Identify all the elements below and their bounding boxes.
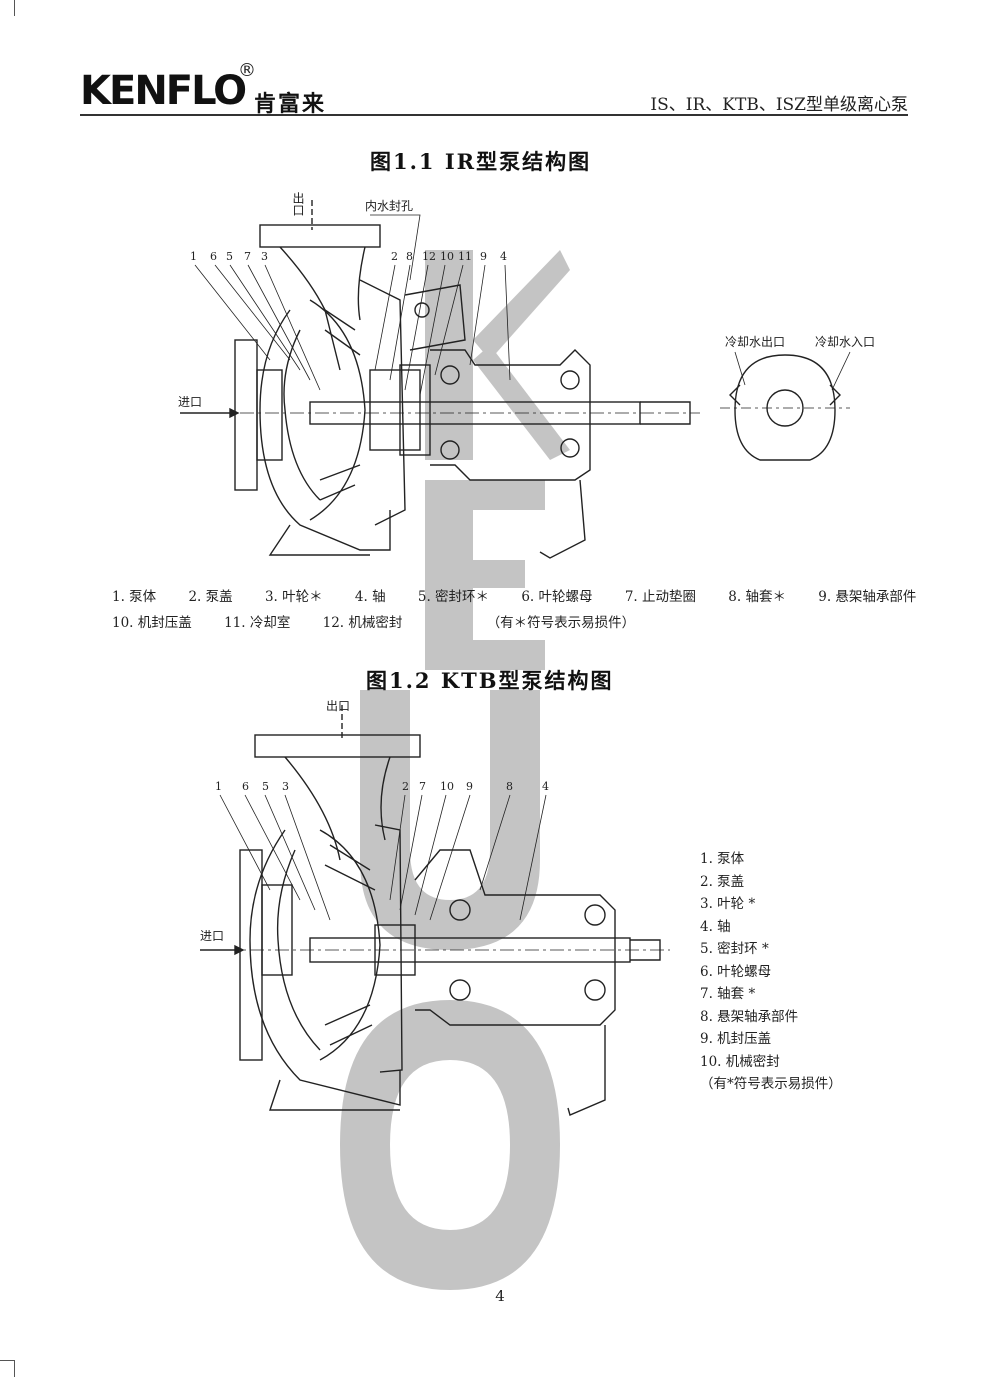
figure2-title: 图1.2 KTB型泵结构图	[366, 668, 614, 693]
fig1-legend-item: 12. 机械密封	[322, 615, 403, 631]
figure1-drawing: 出口 进口 内水封孔 冷却水出口 冷却水入口 1 6 5 7 3 2 8 12 …	[178, 192, 875, 559]
fig1-legend-item: 6. 叶轮螺母	[521, 589, 593, 605]
fig1-outlet-label: 出口	[291, 192, 305, 216]
figure1-title: 图1.1 IR型泵结构图	[370, 149, 592, 174]
fig2-legend-item: 4. 轴	[700, 918, 731, 935]
fig1-legend-row-1: 1. 泵体 2. 泵盖 3. 叶轮＊ 4. 轴 5. 密封环＊ 6. 叶轮螺母 …	[112, 585, 944, 605]
fig2-callout: 1	[215, 780, 222, 793]
fig2-legend-item: 6. 叶轮螺母	[700, 963, 772, 980]
header-divider	[80, 114, 908, 116]
fig1-inner-seal-label: 内水封孔	[365, 199, 413, 213]
fig1-callout: 3	[261, 250, 268, 263]
figure2-drawing: 出口 进口 1 6 5 3 2 7 10 9 8 4	[200, 700, 670, 1116]
fig1-callout: 10	[440, 250, 454, 263]
fig1-callout: 4	[500, 250, 507, 263]
fig1-legend-item: 1. 泵体	[112, 589, 157, 605]
fig1-callout: 12	[422, 250, 436, 263]
fig1-callout: 7	[244, 250, 251, 263]
registered-mark: ®	[238, 60, 256, 81]
fig2-legend-item: 8. 悬架轴承部件	[700, 1008, 799, 1025]
fig2-callout: 6	[242, 780, 249, 793]
fig1-callout: 5	[226, 250, 233, 263]
fig1-legend-row-2: 10. 机封压盖 11. 冷却室 12. 机械密封 （有＊符号表示易损件）	[112, 611, 663, 631]
watermark	[340, 250, 570, 1290]
fig2-callout: 10	[440, 780, 454, 793]
fig2-legend: 1. 泵体 2. 泵盖 3. 叶轮 * 4. 轴 5. 密封环 * 6. 叶轮螺…	[700, 848, 842, 1096]
fig1-callout: 6	[210, 250, 217, 263]
fig1-cool-out-label: 冷却水出口	[725, 335, 785, 349]
fig1-legend-item: 11. 冷却室	[224, 615, 291, 631]
brand-logo: KENFLO	[80, 68, 247, 114]
fig1-callout: 11	[458, 250, 472, 263]
fig2-legend-item: 5. 密封环 *	[700, 941, 769, 957]
fig1-legend-item: 10. 机封压盖	[112, 615, 192, 631]
fig1-legend-item: 2. 泵盖	[188, 589, 233, 605]
fig1-callout: 1	[190, 250, 197, 263]
fig1-legend-item: 9. 悬架轴承部件	[818, 589, 917, 605]
fig1-callout: 8	[406, 250, 413, 263]
fig2-legend-item: 1. 泵体	[700, 851, 745, 867]
fig1-inlet-label: 进口	[178, 395, 202, 409]
fig1-legend-item: 7. 止动垫圈	[624, 589, 696, 605]
fig1-legend-note: （有＊符号表示易损件）	[486, 615, 636, 631]
fig1-callout: 2	[391, 250, 398, 263]
fig2-outlet-label: 出口	[326, 700, 350, 713]
fig2-inlet-label: 进口	[200, 929, 224, 943]
brand-chinese-name: 肯富来	[254, 91, 327, 117]
fig1-cool-in-label: 冷却水入口	[815, 335, 875, 349]
document-title: IS、IR、KTB、ISZ型单级离心泵	[650, 95, 908, 115]
fig2-callout: 7	[419, 780, 426, 793]
fig2-legend-item: 10. 机械密封	[700, 1053, 780, 1070]
fig2-legend-item: 2. 泵盖	[700, 873, 745, 890]
fig2-legend-item: 9. 机封压盖	[700, 1031, 772, 1047]
page-number: 4	[495, 1287, 505, 1305]
fig1-legend-item: 3. 叶轮＊	[264, 589, 323, 605]
fig2-legend-item: 3. 叶轮 *	[700, 896, 756, 912]
crop-mark-bottom	[0, 1360, 15, 1377]
fig2-legend-item: 7. 轴套 *	[700, 986, 756, 1002]
fig1-legend-item: 4. 轴	[354, 589, 386, 605]
fig2-callout: 2	[402, 780, 409, 793]
fig2-legend-note: （有*符号表示易损件）	[700, 1076, 842, 1092]
fig1-legend-item: 8. 轴套＊	[728, 589, 786, 605]
fig1-legend-item: 5. 密封环＊	[417, 589, 490, 605]
fig2-callout: 4	[542, 780, 549, 793]
fig2-callout: 9	[466, 780, 473, 793]
fig1-callout: 9	[480, 250, 487, 263]
fig2-callout: 5	[262, 780, 269, 793]
fig1-cooling-section	[720, 351, 851, 461]
fig2-callout: 8	[506, 780, 513, 793]
crop-mark-top	[0, 0, 15, 16]
fig2-callout: 3	[282, 780, 289, 793]
